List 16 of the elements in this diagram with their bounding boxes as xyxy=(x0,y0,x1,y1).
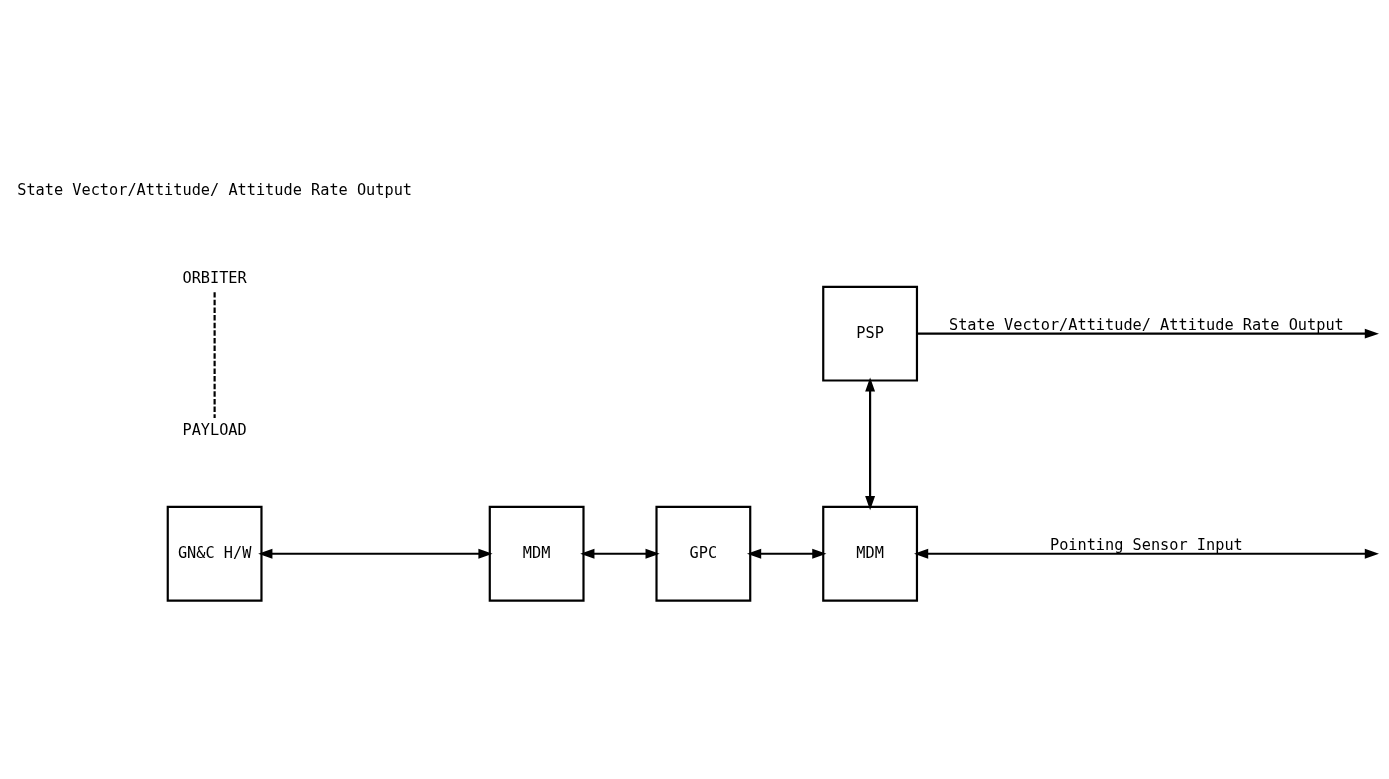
arrow xyxy=(580,548,660,559)
edge-label: Pointing Sensor Input xyxy=(1049,535,1243,554)
arrow xyxy=(914,548,1379,559)
node-box: MDM xyxy=(488,505,585,602)
arrow xyxy=(747,548,827,559)
edge-label: State Vector/Attitude/ Attitude Rate Output xyxy=(948,315,1344,334)
node-box: PSP xyxy=(822,285,919,382)
node-box: MDM xyxy=(822,505,919,602)
label: State Vector/Attitude/ Attitude Rate Output xyxy=(17,180,413,199)
node-box: GN&C H/W xyxy=(166,505,263,602)
arrow xyxy=(865,377,876,511)
label: PAYLOAD xyxy=(182,420,247,439)
arrow xyxy=(917,328,1379,339)
label: ORBITER xyxy=(182,269,247,288)
arrow xyxy=(258,548,493,559)
node-box: GPC xyxy=(655,505,752,602)
